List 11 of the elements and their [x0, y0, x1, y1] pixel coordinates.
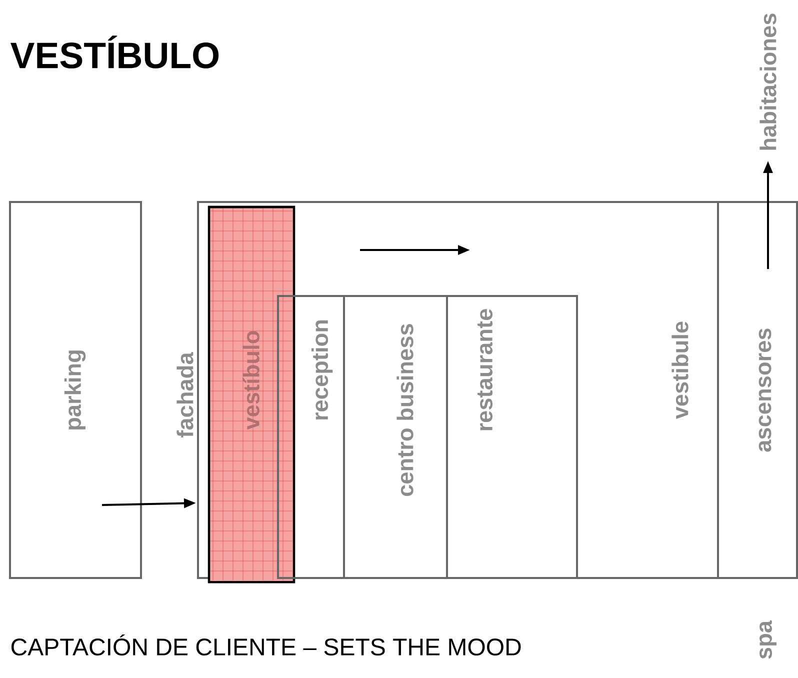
title: VESTÍBULO — [10, 36, 219, 68]
room-box: restaurante — [446, 295, 578, 579]
room-label: spa — [760, 620, 776, 659]
highlighted-room-box: vestíbulo — [208, 206, 296, 584]
room-box: parking — [9, 201, 142, 579]
room-label: habitaciones — [760, 14, 776, 150]
room-box: ascensores — [717, 201, 798, 579]
room-box: reception — [277, 295, 345, 579]
caption-text: CAPTACIÓN DE CLIENTE – SETS THE MOOD — [11, 634, 521, 656]
room-box: centro business — [343, 295, 448, 579]
node-label: fachada — [176, 352, 194, 438]
